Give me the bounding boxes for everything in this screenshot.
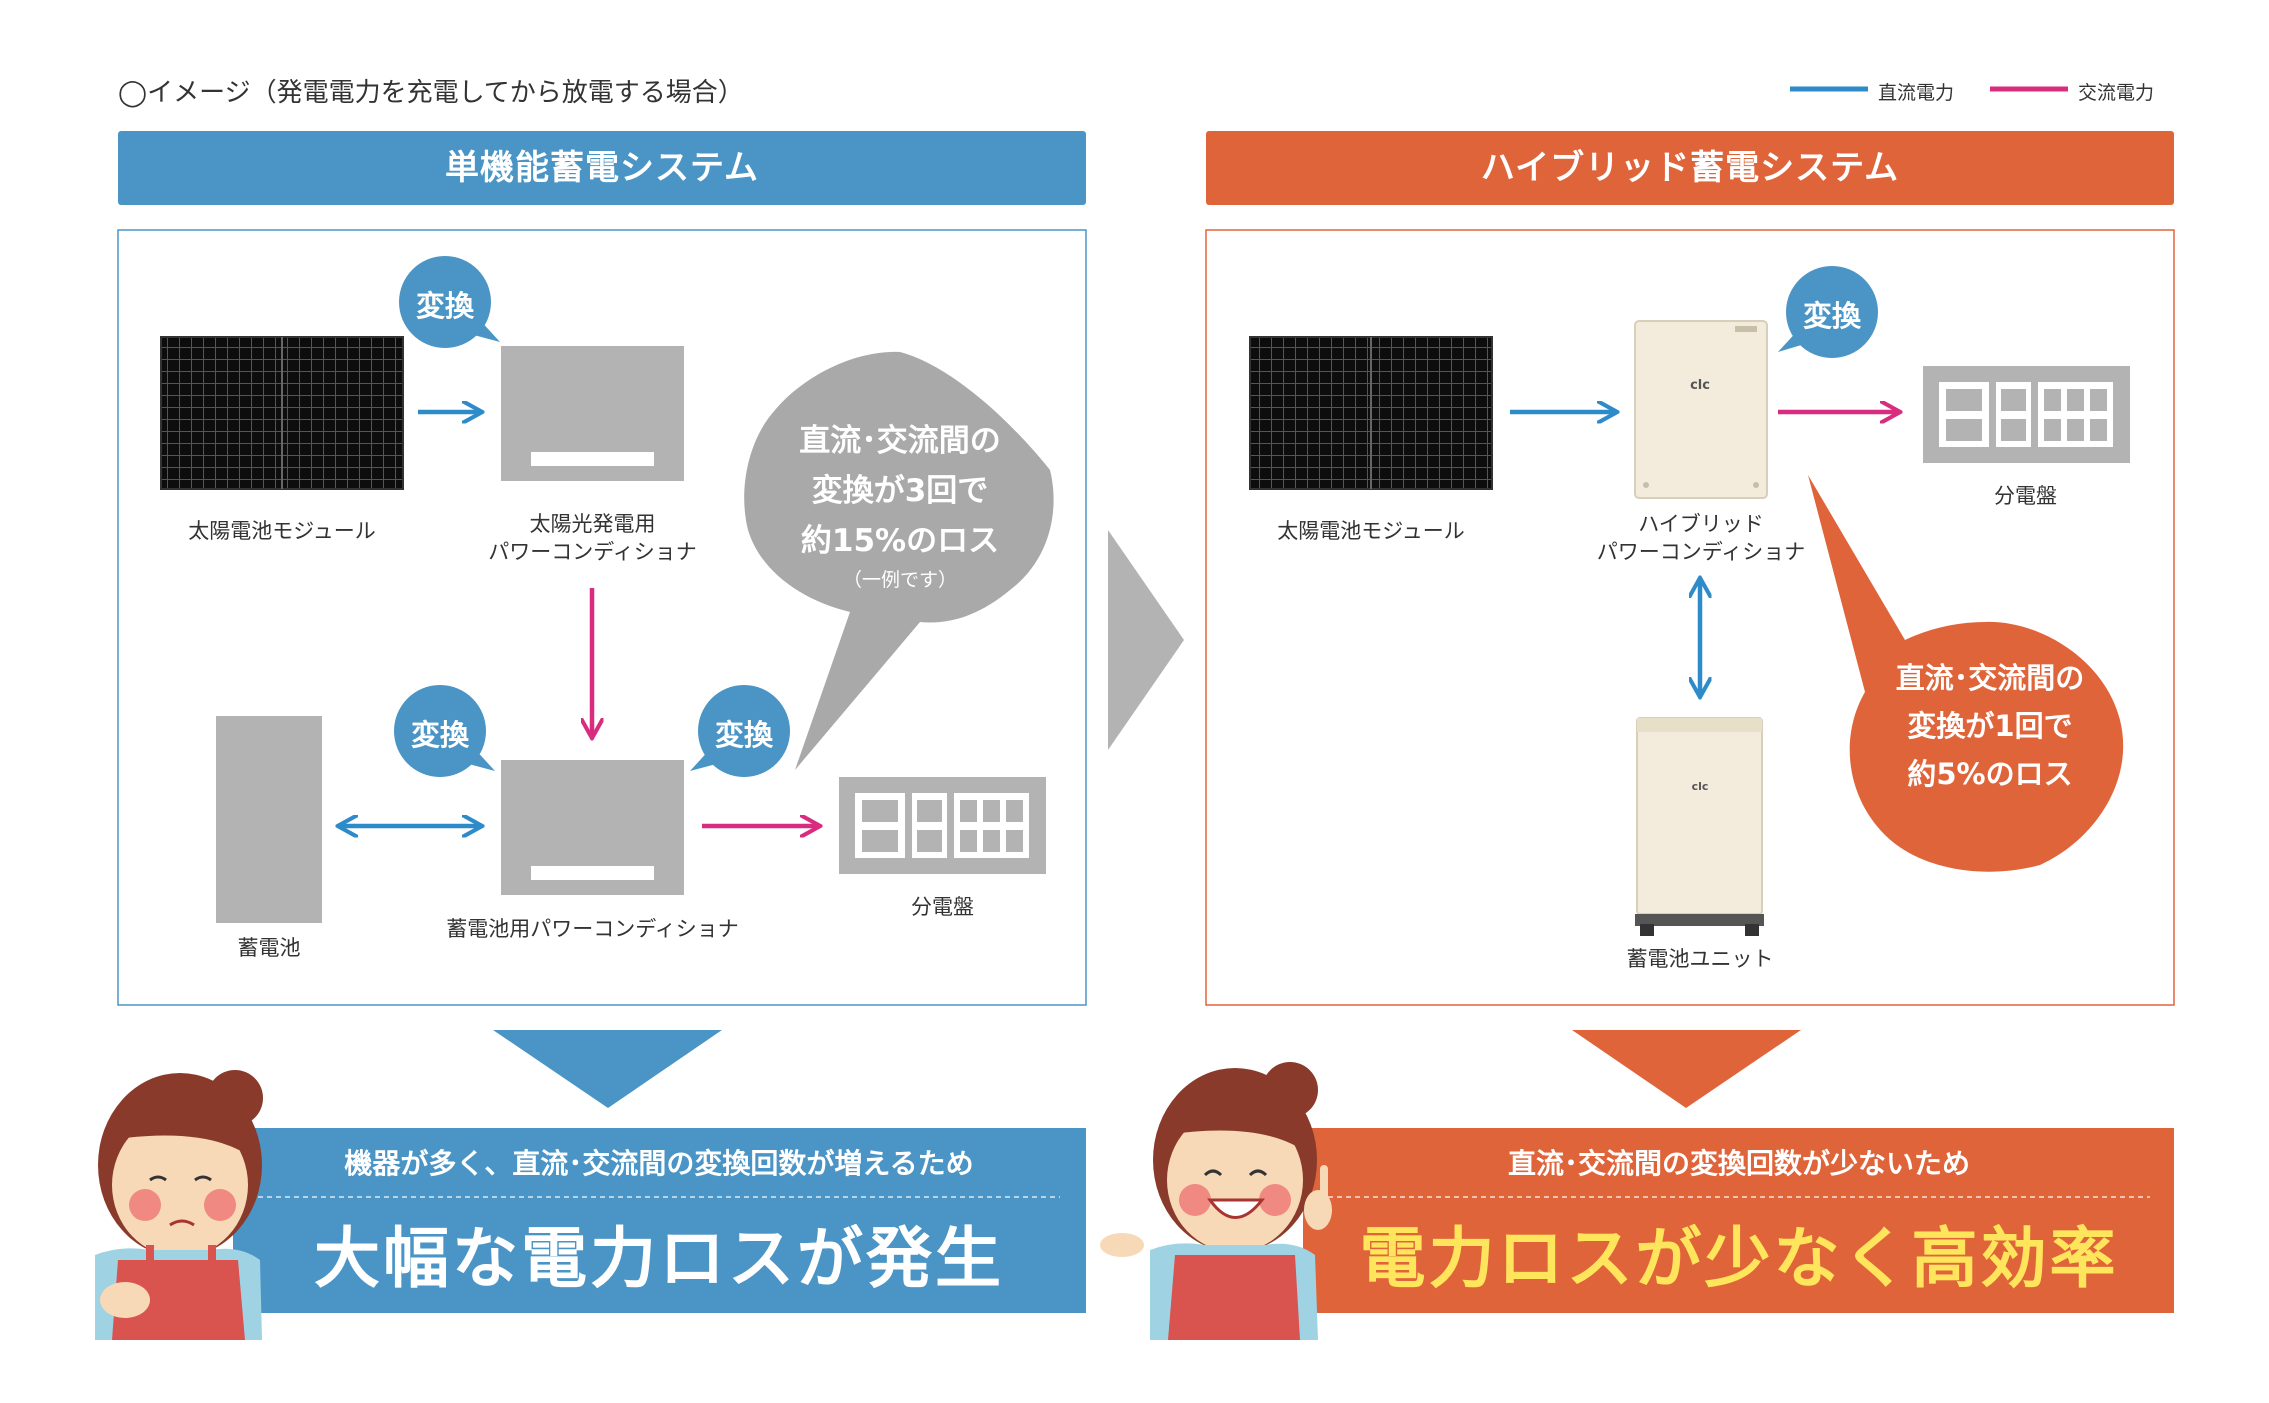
right-distribution-panel-icon xyxy=(1923,366,2130,463)
right-solar-label: 太陽電池モジュール xyxy=(1277,519,1465,543)
left-convert-text-3: 変換 xyxy=(714,718,773,752)
left-convert-text-2: 変換 xyxy=(410,718,469,752)
left-battery-pcs-icon xyxy=(501,760,684,895)
right-down-triangle xyxy=(1572,1030,1801,1108)
left-panel-label: 分電盤 xyxy=(911,895,974,919)
right-battery-logo: clc xyxy=(1691,780,1709,793)
left-result-main: 大幅な電力ロスが発生 xyxy=(314,1220,1004,1297)
left-convert-bubble-2 xyxy=(394,685,495,777)
right-convert-bubble xyxy=(1778,266,1878,358)
left-loss-line-3: 約15%のロス xyxy=(800,523,1000,559)
right-result-bar xyxy=(1303,1128,2174,1313)
left-loss-line-2: 変換が3回で xyxy=(811,473,989,509)
left-loss-balloon xyxy=(744,351,1054,770)
right-hybrid-pcs-icon xyxy=(1634,320,1768,499)
center-chevron-arrow xyxy=(1108,530,1184,750)
right-panel-label: 分電盤 xyxy=(1994,484,2057,508)
left-loss-note: （一例です） xyxy=(842,569,957,591)
left-convert-bubble-3 xyxy=(690,685,790,777)
left-result-bar xyxy=(233,1128,1086,1313)
right-result-sub: 直流･交流間の変換回数が少ないため xyxy=(1507,1147,1970,1180)
right-hybrid-label-1: ハイブリッド xyxy=(1638,512,1764,536)
legend-ac-label: 交流電力 xyxy=(2078,82,2155,104)
happy-woman-illustration xyxy=(1100,1062,1332,1340)
left-battery-label: 蓄電池 xyxy=(237,936,301,960)
left-down-triangle xyxy=(493,1030,722,1108)
worried-woman-illustration xyxy=(95,1070,263,1340)
right-hybrid-label-2: パワーコンディショナ xyxy=(1596,540,1806,564)
left-solar-module-icon xyxy=(160,336,404,490)
right-battery-unit-icon xyxy=(1635,717,1764,936)
right-loss-line-3: 約5%のロス xyxy=(1907,757,2073,791)
left-convert-bubble-1 xyxy=(399,256,500,348)
left-system-title: 単機能蓄電システム xyxy=(118,131,1086,205)
right-convert-text: 変換 xyxy=(1802,299,1861,333)
legend-dc-label: 直流電力 xyxy=(1878,82,1955,104)
left-result-sub: 機器が多く、直流･交流間の変換回数が増えるため xyxy=(344,1147,974,1180)
right-loss-line-1: 直流･交流間の xyxy=(1895,661,2085,695)
right-hybrid-logo: clc xyxy=(1690,378,1710,393)
left-pv-pcs-icon xyxy=(501,346,684,481)
image-caption: ◯イメージ（発電電力を充電してから放電する場合） xyxy=(118,78,744,108)
right-system-title: ハイブリッド蓄電システム xyxy=(1206,131,2174,205)
left-loss-line-1: 直流･交流間の xyxy=(799,423,1001,459)
left-convert-text-1: 変換 xyxy=(415,289,474,323)
right-battery-unit-label: 蓄電池ユニット xyxy=(1626,947,1774,971)
left-pv-pcs-label-1: 太陽光発電用 xyxy=(529,512,656,536)
left-pv-pcs-label-2: パワーコンディショナ xyxy=(488,540,697,564)
right-loss-line-2: 変換が1回で xyxy=(1907,709,2073,743)
right-loss-balloon xyxy=(1808,475,2124,872)
right-result-main: 電力ロスが少なく高効率 xyxy=(1359,1220,2119,1297)
left-bat-pcs-label: 蓄電池用パワーコンディショナ xyxy=(446,917,739,941)
left-solar-label: 太陽電池モジュール xyxy=(188,519,376,543)
left-battery-icon xyxy=(216,716,322,923)
left-distribution-panel-icon xyxy=(839,777,1046,874)
